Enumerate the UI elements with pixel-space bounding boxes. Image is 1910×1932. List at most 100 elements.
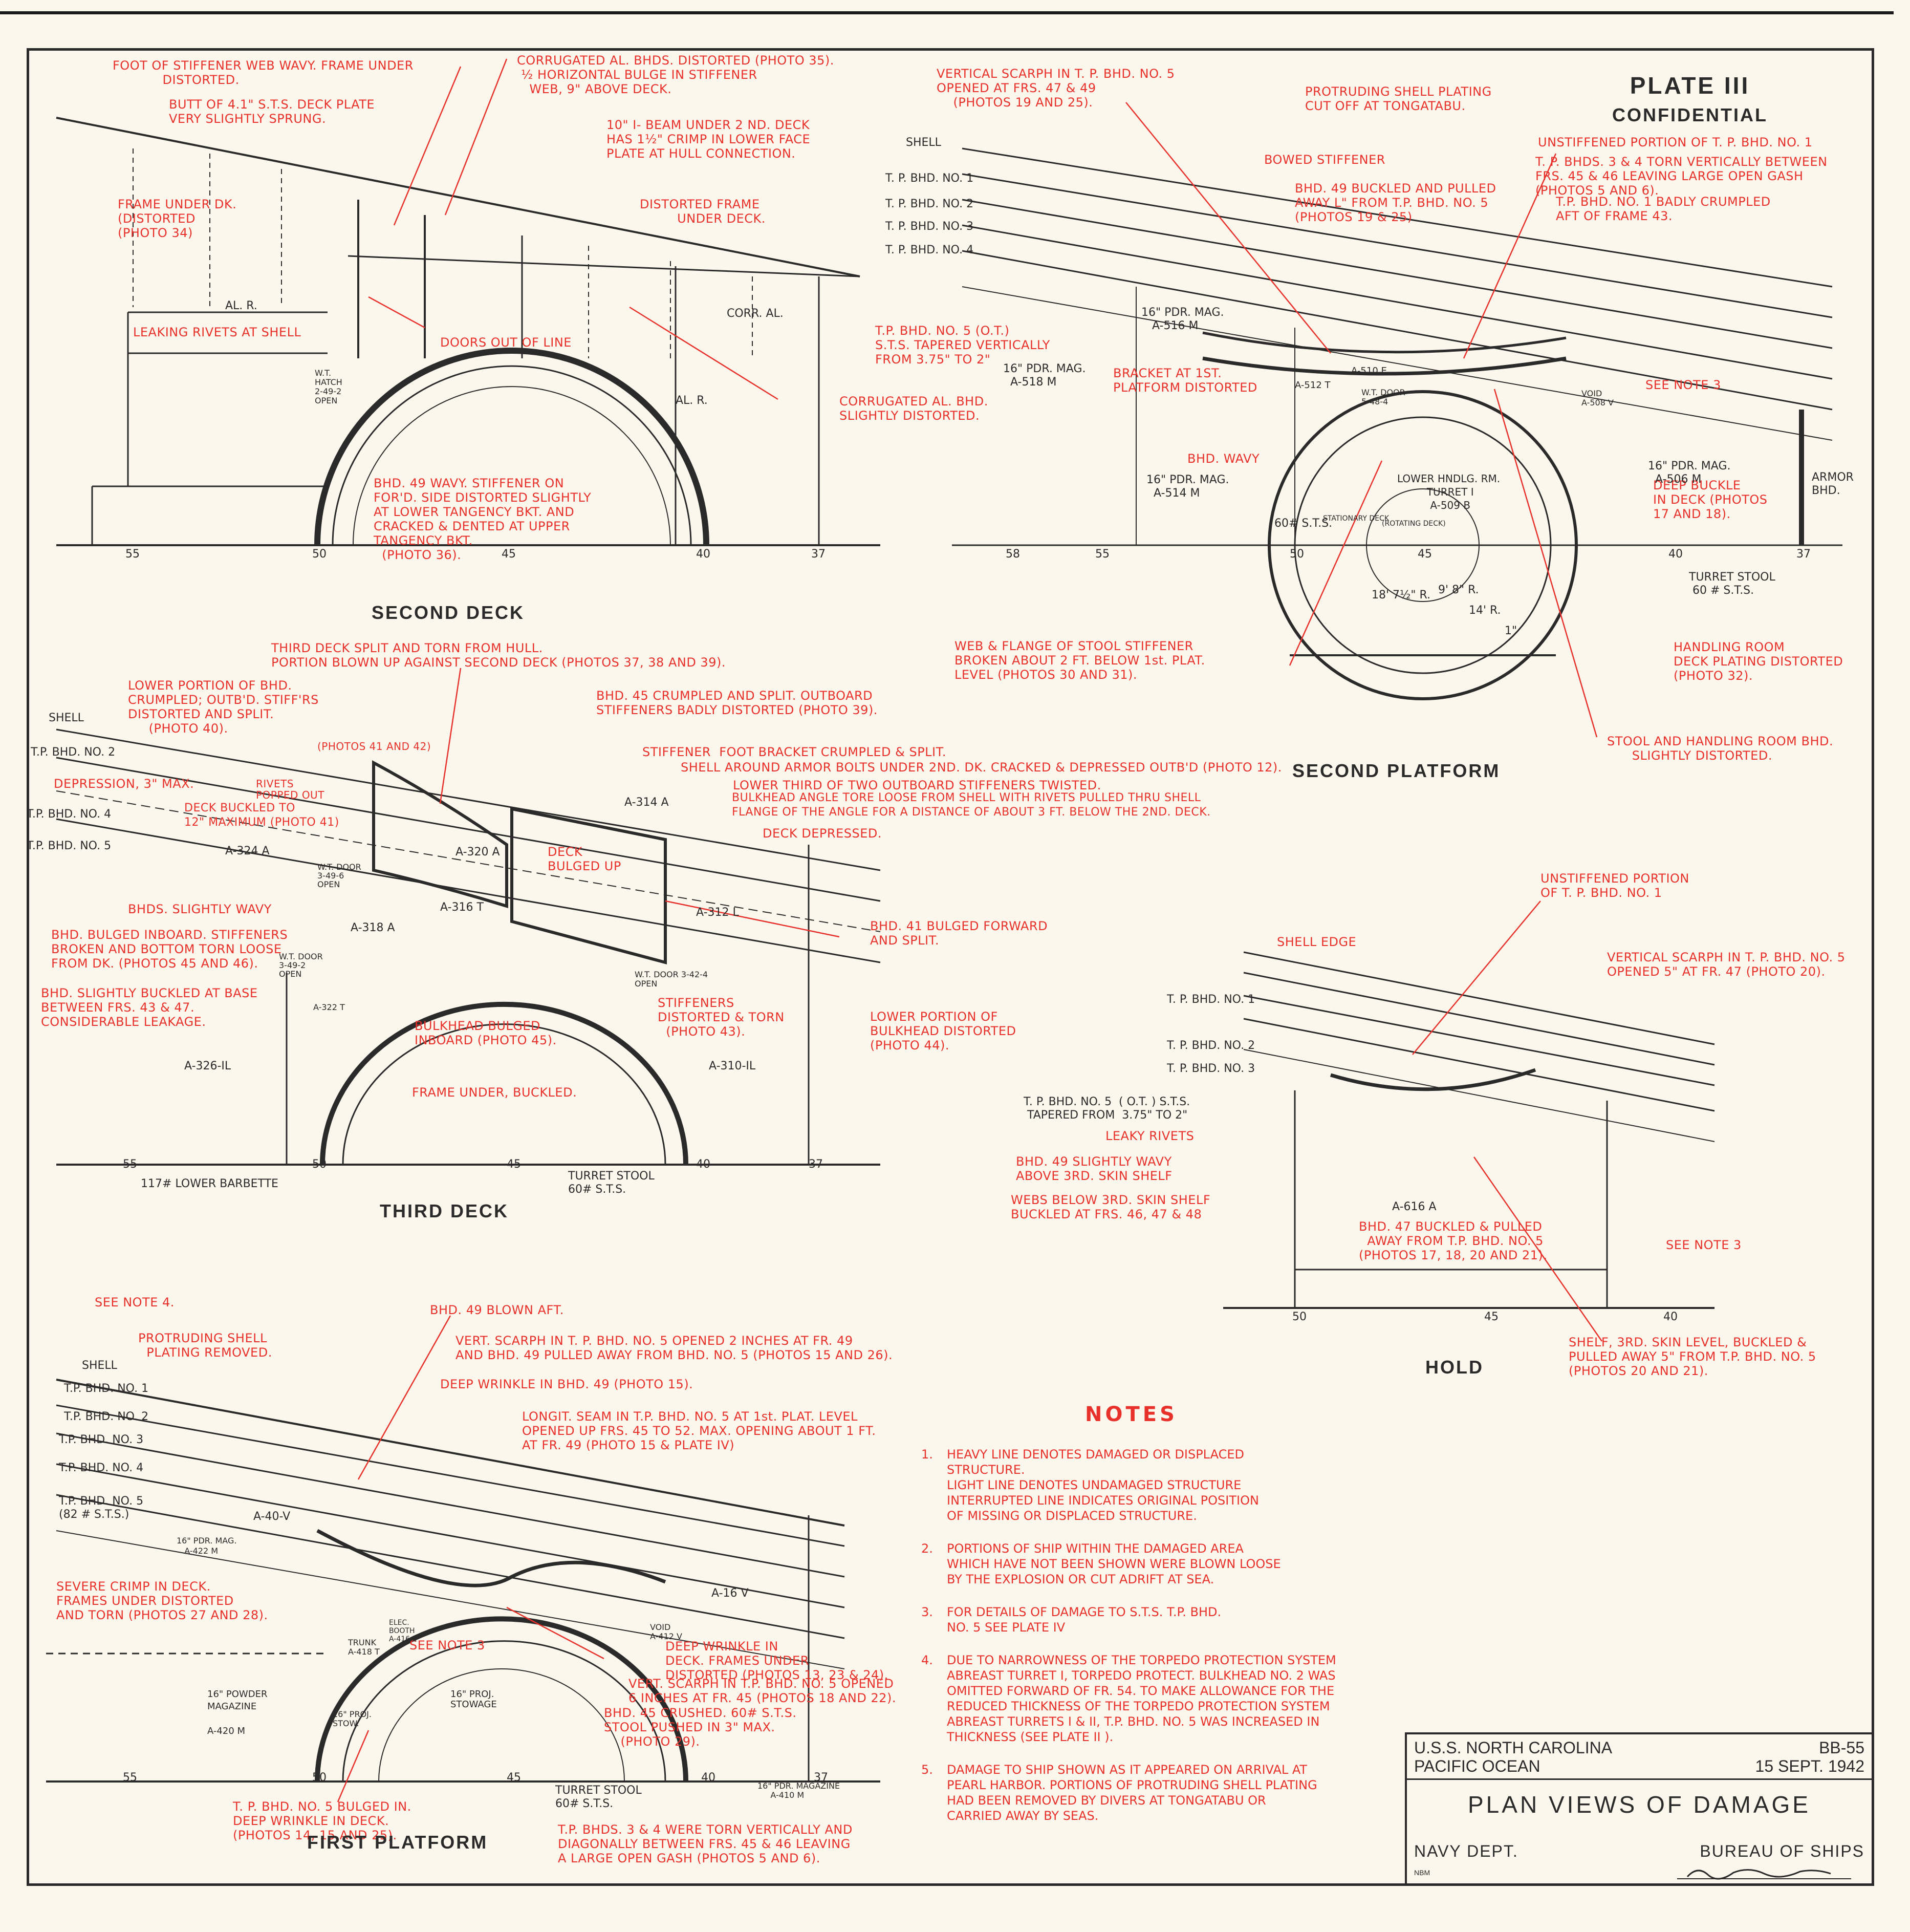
annotation: T.P. BHD. NO. 5 (O.T.) S.T.S. TAPERED VE… — [875, 324, 1050, 367]
note-text: DAMAGE TO SHIP SHOWN AS IT APPEARED ON A… — [947, 1763, 1317, 1823]
frame-number: 45 — [502, 548, 516, 561]
region-label: TRUNK A-418 T — [348, 1638, 380, 1657]
note-text: PORTIONS OF SHIP WITHIN THE DAMAGED AREA… — [947, 1541, 1281, 1586]
annotation: 10" I- BEAM UNDER 2 ND. DECK HAS 1½" CRI… — [606, 118, 811, 161]
notes-panel: NOTES 1. HEAVY LINE DENOTES DAMAGED OR D… — [921, 1403, 1372, 1841]
annotation: LEAKING RIVETS AT SHELL — [133, 325, 301, 339]
annotation: CORRUGATED AL. BHD. SLIGHTLY DISTORTED. — [839, 394, 988, 423]
annotation: BUTT OF 4.1" S.T.S. DECK PLATE VERY SLIG… — [169, 97, 375, 126]
frame-number: 45 — [1418, 548, 1432, 561]
first-platform-drawing — [46, 1379, 880, 1783]
frame-number: 50 — [312, 1158, 327, 1171]
region-label: A-316 T — [440, 901, 484, 914]
dimension-label: 18' 7½" R. — [1372, 589, 1430, 602]
ship-name: U.S.S. NORTH CAROLINA PACIFIC OCEAN — [1414, 1738, 1613, 1775]
region-label: LOWER HNDLG. RM. TURRET I A-509 B — [1397, 473, 1501, 511]
frame-number: 50 — [1292, 1311, 1307, 1323]
annotation: STIFFENER FOOT BRACKET CRUMPLED & SPLIT. — [642, 745, 947, 759]
frame-number: 37 — [1796, 548, 1811, 561]
department: NAVY DEPT. — [1414, 1842, 1518, 1860]
region-label: A-322 T — [313, 1002, 345, 1012]
region-label: A-324 A — [225, 845, 270, 857]
annotation: BHD. BULGED INBOARD. STIFFENERS BROKEN A… — [51, 928, 288, 971]
annotation: VERTICAL SCARPH IN T. P. BHD. NO. 5 OPEN… — [937, 67, 1175, 110]
region-label: W.T. DOOR 3-42-4 OPEN — [635, 970, 708, 989]
annotation: DOORS OUT OF LINE — [440, 335, 572, 350]
plate-classification: CONFIDENTIAL — [1612, 104, 1768, 125]
region-label: TURRET STOOL 60# S.T.S. — [555, 1784, 642, 1810]
annotation: T.P. BHD. NO. 1 BADLY CRUMPLED AFT OF FR… — [1556, 195, 1771, 223]
annotation: DEEP WRINKLE IN BHD. 49 (PHOTO 15). — [440, 1377, 693, 1391]
region-label: 16" PROJ. STOW. — [333, 1709, 372, 1728]
annotation: SHELL AROUND ARMOR BOLTS UNDER 2ND. DK. … — [681, 760, 1282, 775]
annotation: PROTRUDING SHELL PLATING REMOVED. — [138, 1331, 272, 1360]
annotation: BHD. 49 WAVY. STIFFENER ON FOR'D. SIDE D… — [374, 476, 592, 562]
region-label: AL. R. — [225, 299, 257, 312]
frame-number: 50 — [1290, 548, 1304, 561]
region-label: TURRET STOOL 60# S.T.S. — [568, 1170, 655, 1196]
bulkhead-label: SHELL — [82, 1359, 117, 1372]
bulkhead-label: T.P. BHD. NO. 1 — [64, 1382, 149, 1395]
frame-number: 50 — [312, 548, 327, 561]
frame-number: 45 — [507, 1158, 521, 1171]
region-label: A-16 V — [711, 1587, 749, 1600]
annotation: THIRD DECK SPLIT AND TORN FROM HULL. POR… — [271, 641, 726, 670]
annotation: BHDS. SLIGHTLY WAVY — [128, 902, 272, 916]
annotation: SEE NOTE 3 — [409, 1638, 485, 1652]
annotation: SEE NOTE 3 — [1666, 1238, 1742, 1252]
dimension-label: 1" — [1505, 625, 1517, 637]
bulkhead-label: T. P. BHD. NO. 3 — [1167, 1062, 1255, 1075]
bulkhead-label: T. P. BHD. NO. 1 — [1167, 993, 1255, 1006]
annotation: T.P. BHDS. 3 & 4 WERE TORN VERTICALLY AN… — [558, 1822, 853, 1865]
drawing-title: PLAN VIEWS OF DAMAGE — [1468, 1791, 1811, 1818]
frame-number: 50 — [312, 1771, 327, 1784]
annotation: DECK BULGED UP — [548, 845, 621, 873]
region-label: 16" PDR. MAG. A-514 M — [1146, 474, 1229, 500]
annotation: BHD. 41 BULGED FORWARD AND SPLIT. — [870, 919, 1048, 948]
bulkhead-label: T.P. BHD. NO. 2 — [64, 1410, 149, 1423]
section-title-third-deck: THIRD DECK — [380, 1200, 509, 1221]
region-label: W.T. HATCH 2-49-2 OPEN — [315, 368, 342, 405]
annotation: SHELL EDGE — [1277, 935, 1357, 949]
frame-number: 45 — [507, 1771, 521, 1784]
note-item: 4. DUE TO NARROWNESS OF THE TORPEDO PROT… — [921, 1652, 1372, 1745]
region-label: ELEC. BOOTH A-416 E — [389, 1619, 417, 1643]
title-block: U.S.S. NORTH CAROLINA PACIFIC OCEAN BB-5… — [1405, 1732, 1872, 1884]
annotation: LONGIT. SEAM IN T.P. BHD. NO. 5 AT 1st. … — [522, 1409, 876, 1452]
section-title-second-platform: SECOND PLATFORM — [1292, 760, 1501, 781]
frame-number: 37 — [809, 1158, 823, 1171]
annotation: BHD. 47 BUCKLED & PULLED AWAY FROM T.P. … — [1359, 1219, 1548, 1262]
note-number: 1. — [921, 1447, 933, 1462]
note-number: 5. — [921, 1763, 933, 1777]
title-block-header: U.S.S. NORTH CAROLINA PACIFIC OCEAN BB-5… — [1407, 1734, 1872, 1780]
annotation: STOOL AND HANDLING ROOM BHD. SLIGHTLY DI… — [1607, 734, 1834, 763]
annotation: DECK BUCKLED TO 12" MAXIMUM (PHOTO 41) — [184, 802, 339, 829]
annotation: DISTORTED FRAME UNDER DECK. — [640, 197, 766, 226]
annotation: SEE NOTE 3 — [1645, 378, 1721, 392]
region-label: W.T. DOOR 3-49-2 OPEN — [279, 952, 323, 979]
region-label: (ROTATING DECK) — [1382, 520, 1446, 528]
region-label: A-312 L — [696, 906, 739, 919]
note-text: HEAVY LINE DENOTES DAMAGED OR DISPLACED … — [947, 1447, 1259, 1523]
annotation: BULKHEAD BULGED INBOARD (PHOTO 45). — [415, 1019, 557, 1047]
annotation: DECK DEPRESSED. — [763, 826, 882, 841]
annotation: LOWER PORTION OF BHD. CRUMPLED; OUTB'D. … — [128, 678, 319, 736]
bulkhead-label: T. P. BHD. NO. 3 — [885, 220, 974, 233]
annotation: WEBS BELOW 3RD. SKIN SHELF BUCKLED AT FR… — [1011, 1193, 1211, 1221]
annotation: DEEP WRINKLE IN DECK. FRAMES UNDER DISTO… — [665, 1639, 888, 1682]
annotation: SEE NOTE 4. — [95, 1295, 175, 1310]
annotation: FOOT OF STIFFENER WEB WAVY. FRAME UNDER … — [113, 58, 414, 87]
annotation: BHD. WAVY — [1187, 452, 1260, 466]
section-title-first-platform: FIRST PLATFORM — [307, 1832, 488, 1853]
note-number: 3. — [921, 1605, 933, 1619]
top-border-rule — [0, 11, 1894, 14]
region-label: STATIONARY DECK — [1323, 514, 1390, 523]
bulkhead-label: T. P. BHD. NO. 1 — [885, 172, 974, 185]
annotation: FRAME UNDER DK. (DISTORTED (PHOTO 34) — [118, 197, 237, 240]
region-label: A-616 A — [1392, 1200, 1437, 1213]
region-label: 16" PROJ. STOWAGE — [450, 1689, 497, 1710]
note-item: 2. PORTIONS OF SHIP WITHIN THE DAMAGED A… — [921, 1541, 1372, 1587]
region-label: 16" PDR. MAG. A-516 M — [1141, 306, 1224, 332]
annotation: BULKHEAD ANGLE TORE LOOSE FROM SHELL WIT… — [732, 791, 1211, 819]
region-label: TURRET STOOL 60 # S.T.S. — [1689, 571, 1775, 597]
